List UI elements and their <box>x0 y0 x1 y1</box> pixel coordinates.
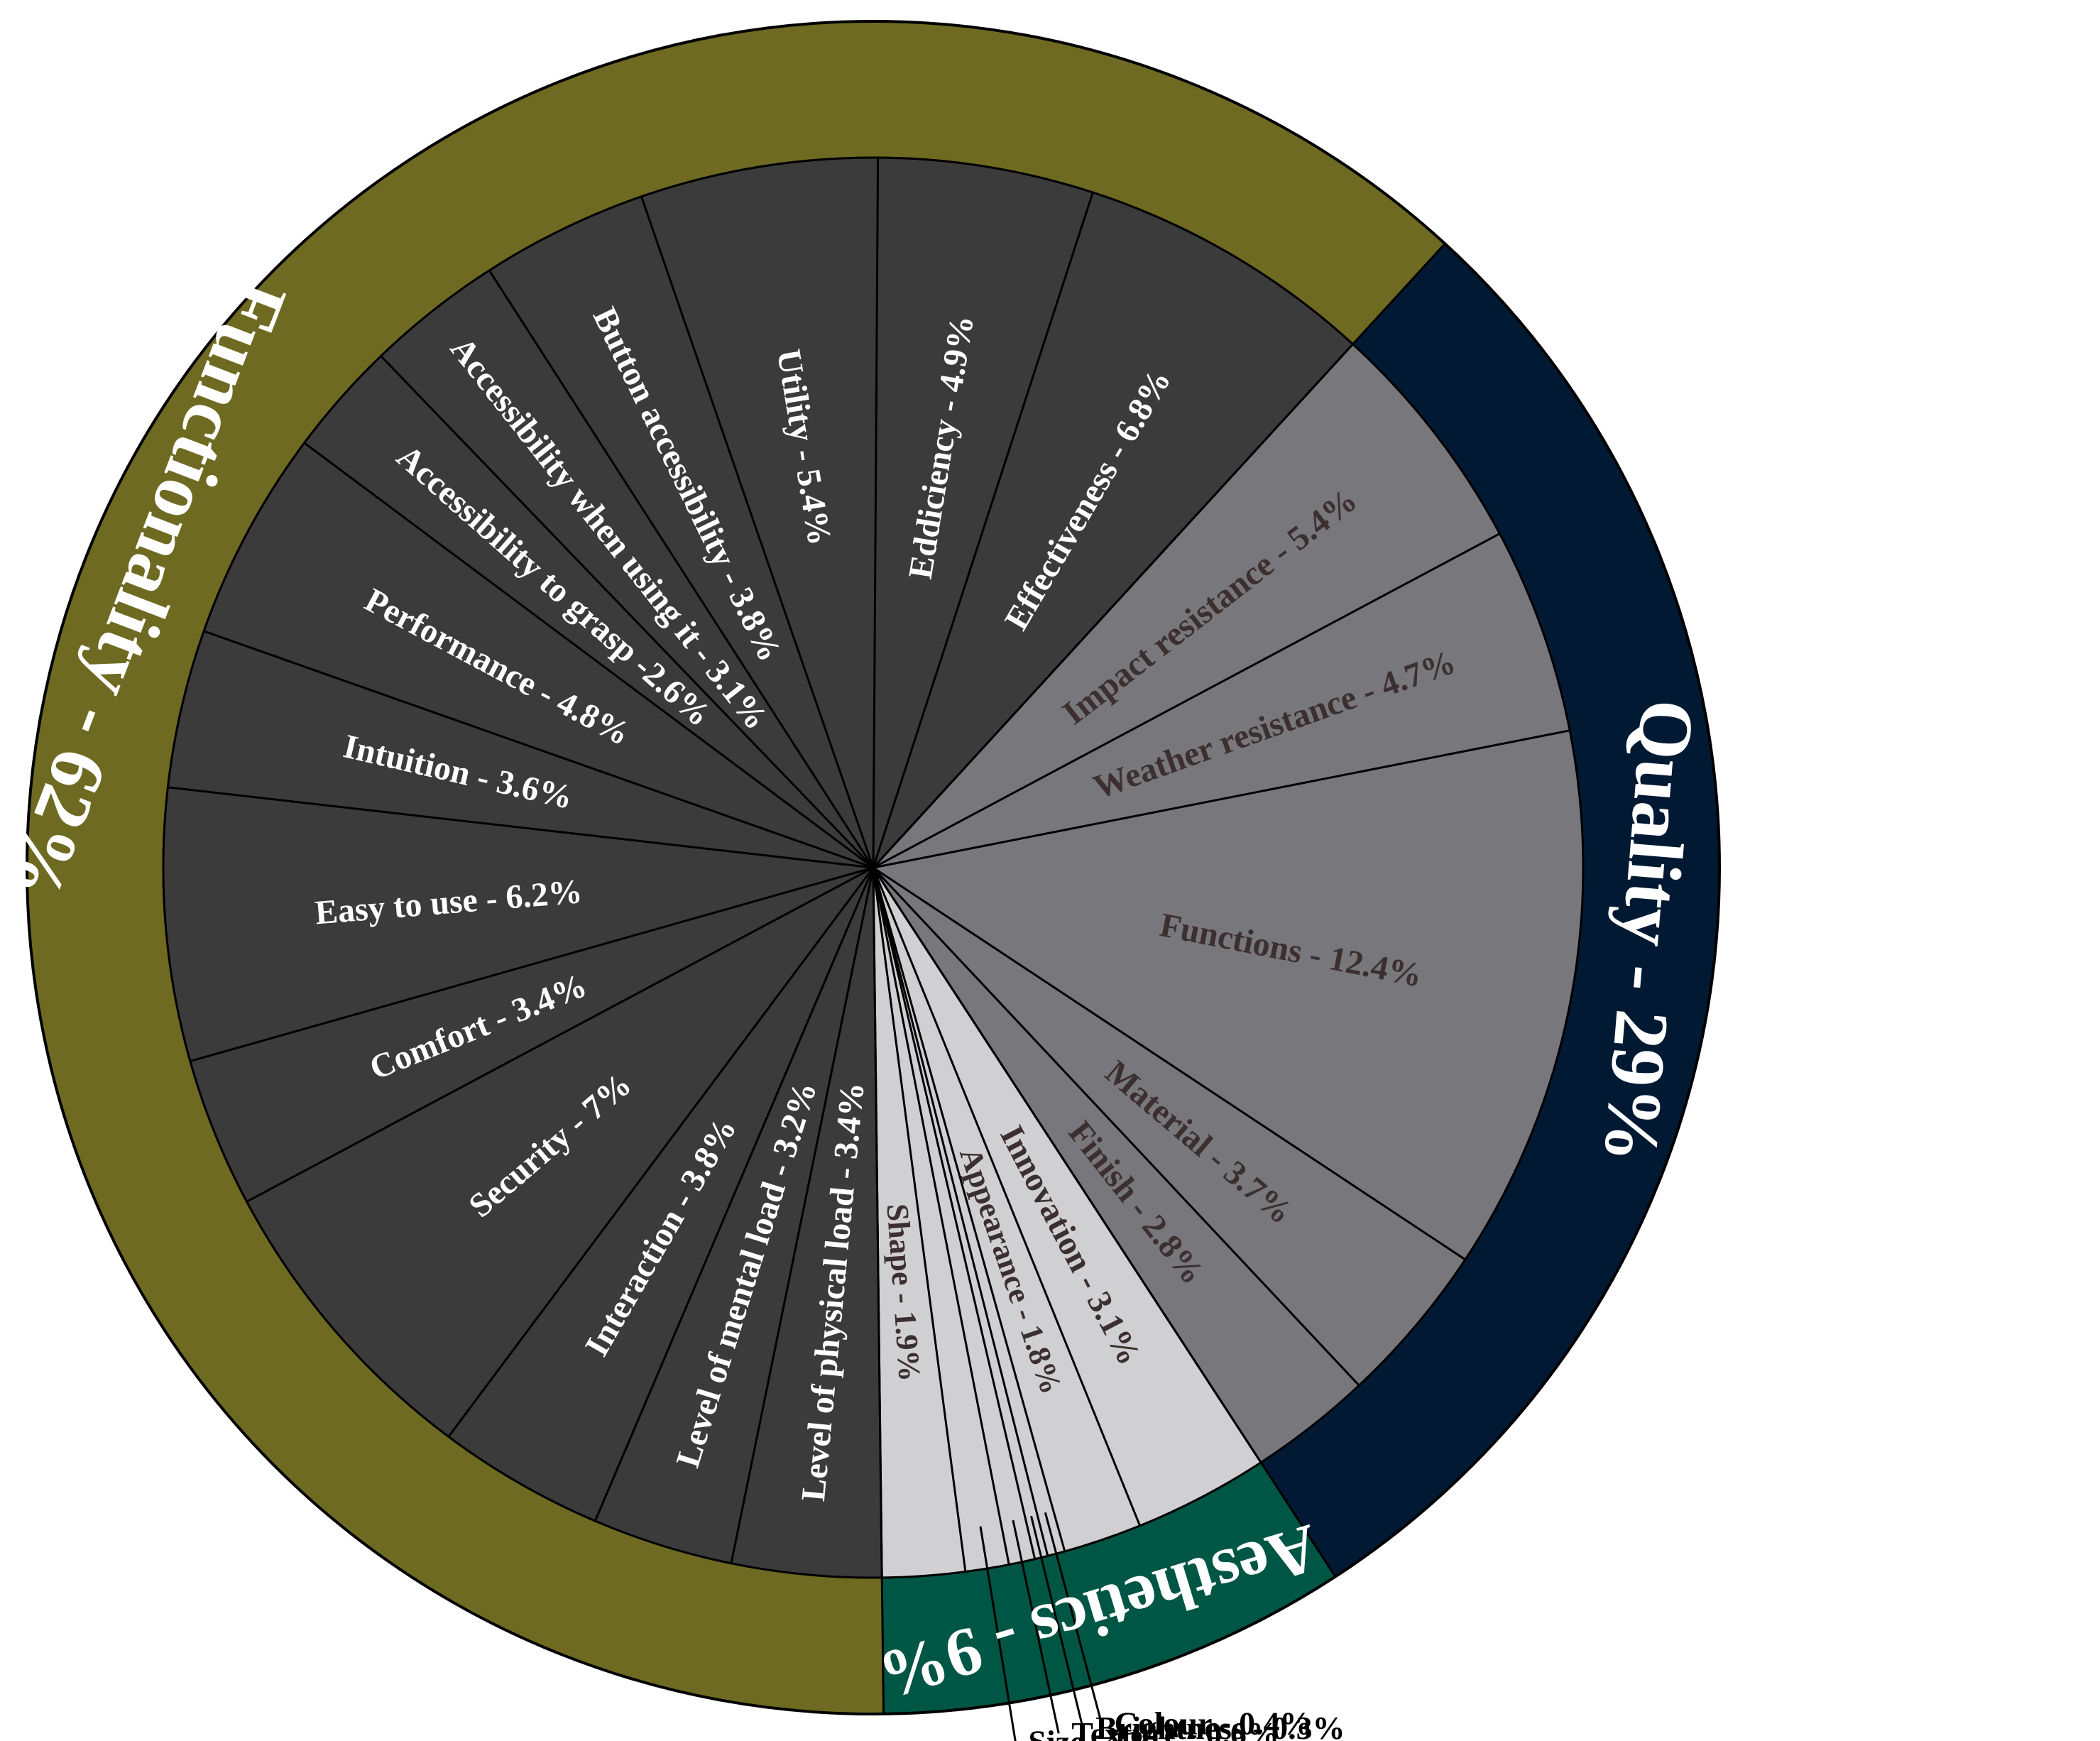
inner-circle <box>162 156 1585 1579</box>
slice-innovation-3-1 <box>873 868 1262 1526</box>
slice-level-of-physical-load-3-4 <box>731 868 882 1578</box>
callout-line <box>979 1526 1017 1741</box>
slice-divider <box>190 866 874 1063</box>
slice-level-of-mental-load-3-2 <box>595 868 873 1563</box>
slice-effectiveness-6-8 <box>873 192 1353 868</box>
callout-label-colour-0-4: Colour - 0.4% <box>1115 1705 1313 1741</box>
slice-divider <box>730 867 875 1564</box>
outer-ring-layer <box>26 20 1721 1715</box>
slice-divider <box>873 866 1466 1261</box>
slice-divider <box>872 158 880 868</box>
slice-intuition-3-6 <box>168 631 873 868</box>
slice-divider <box>594 867 875 1522</box>
slice-easy-to-use-6-2 <box>163 787 873 1061</box>
slice-divider <box>488 270 875 868</box>
callout-line <box>1044 1512 1103 1724</box>
slice-divider <box>873 533 1501 869</box>
slice-divider <box>872 192 1094 868</box>
slice-divider <box>303 442 874 869</box>
slice-comfort-3-4 <box>190 868 874 1202</box>
outer-circle <box>26 20 1721 1715</box>
slice-performance-4-8 <box>204 442 873 868</box>
slice-divider <box>872 867 883 1578</box>
slice-utility-5-4 <box>641 157 878 868</box>
callout-label-size-1: Size - 1% <box>1028 1723 1161 1741</box>
slice-divider <box>640 196 875 868</box>
slice-divider <box>872 867 1010 1565</box>
slice-appearance-1-8 <box>873 868 1140 1551</box>
slice-security-7 <box>246 868 873 1437</box>
slice-divider <box>872 867 1142 1527</box>
slice-material-3-7 <box>873 868 1465 1386</box>
slice-divider <box>380 355 875 869</box>
callout-line <box>1030 1515 1084 1728</box>
slice-divider <box>246 866 874 1203</box>
slice-interaction-3-8 <box>448 868 873 1522</box>
slice-accessibility-to-grasp-2-6 <box>304 356 873 868</box>
slice-finish-2-8 <box>873 868 1360 1463</box>
slice-divider <box>873 729 1570 869</box>
slice-divider <box>872 866 1360 1387</box>
callout-label-texture-0-6: Texture - 0.6% <box>1071 1715 1279 1741</box>
slice-button-accessibility-3-8 <box>489 196 873 868</box>
slice-divider <box>872 867 967 1572</box>
slice-divider <box>872 867 1037 1560</box>
callout-line <box>1012 1519 1060 1734</box>
slice-accessibility-when-using-it-3-1 <box>381 270 873 868</box>
slice-eddiciency-4-9 <box>873 158 1093 868</box>
slice-functions-12-4 <box>873 730 1583 1260</box>
slice-divider-layer <box>162 156 1585 1741</box>
slice-divider <box>447 867 875 1438</box>
callout-label-brightness-0-3: Brightness - 0.3% <box>1095 1710 1345 1741</box>
slice-divider <box>203 630 874 869</box>
slice-divider <box>872 867 1262 1463</box>
slice-divider <box>872 867 1066 1552</box>
slice-divider <box>168 786 874 869</box>
slice-impact-resistance-5-4 <box>873 344 1500 868</box>
slice-divider <box>872 867 1049 1556</box>
slice-divider <box>872 343 1354 869</box>
slice-weather-resistance-4-7 <box>873 533 1570 868</box>
